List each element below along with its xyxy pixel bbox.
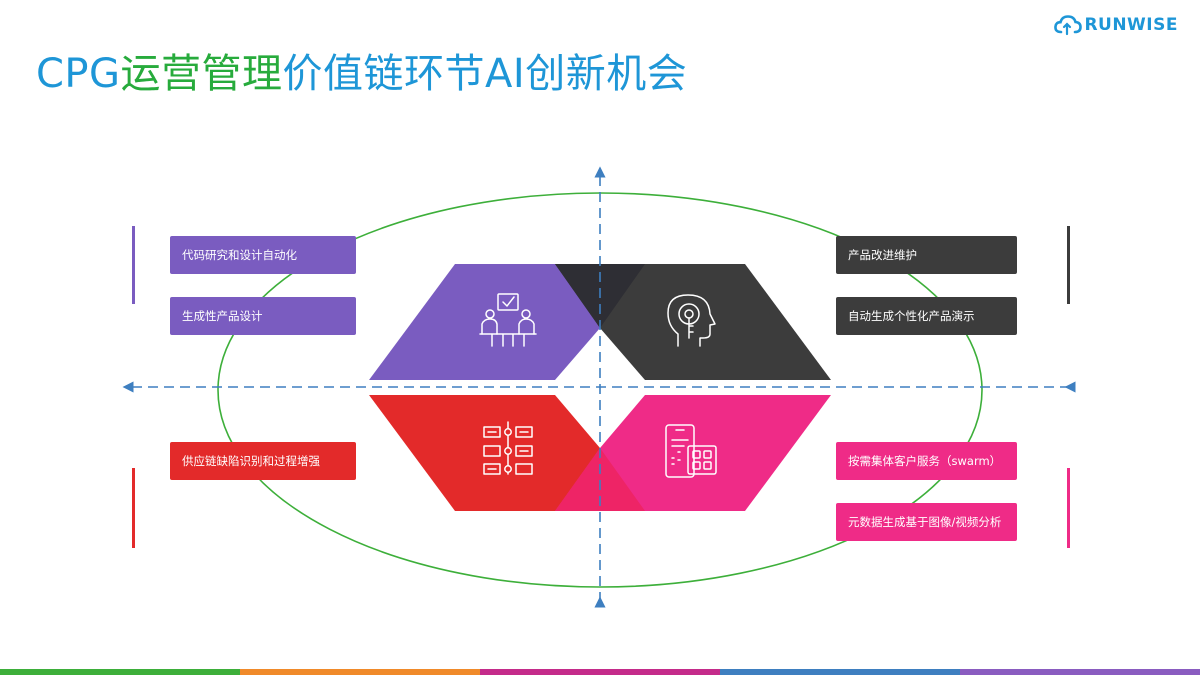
right-bottom-bar xyxy=(1067,468,1070,548)
title-part-cpg: CPG xyxy=(36,51,121,97)
ai-head-icon xyxy=(667,294,716,347)
label-text: 元数据生成基于图像/视频分析 xyxy=(848,515,1002,529)
label-box-metadata: 元数据生成基于图像/视频分析 xyxy=(836,503,1017,541)
footer-stripe-magenta xyxy=(480,669,720,675)
label-text: 产品改进维护 xyxy=(848,248,917,262)
footer-stripe-blue xyxy=(720,669,960,675)
right-top-bar xyxy=(1067,226,1070,304)
timeline-icon xyxy=(483,421,533,475)
label-box-customer-service: 按需集体客户服务（swarm） xyxy=(836,442,1017,480)
footer-stripe-orange xyxy=(240,669,480,675)
left-bottom-bar xyxy=(132,468,135,548)
label-text: 生成性产品设计 xyxy=(182,309,263,323)
device-apps-icon xyxy=(665,424,717,478)
label-box-product-demo: 自动生成个性化产品演示 xyxy=(836,297,1017,335)
label-text: 自动生成个性化产品演示 xyxy=(848,309,975,323)
label-text: 供应链缺陷识别和过程增强 xyxy=(182,454,320,468)
label-text: 按需集体客户服务（swarm） xyxy=(848,454,1002,468)
label-text: 代码研究和设计自动化 xyxy=(182,248,297,262)
page-title: CPG运营管理价值链环节AI创新机会 xyxy=(36,46,687,102)
label-box-code-research: 代码研究和设计自动化 xyxy=(170,236,356,274)
label-box-supply-chain: 供应链缺陷识别和过程增强 xyxy=(170,442,356,480)
runwise-logo: RUNWISE xyxy=(1054,14,1178,36)
footer-stripe-green xyxy=(0,669,240,675)
label-box-product-maintenance: 产品改进维护 xyxy=(836,236,1017,274)
logo-text: RUNWISE xyxy=(1084,15,1178,35)
title-part-ai: 价值链环节AI创新机会 xyxy=(282,51,688,97)
left-top-bar xyxy=(132,226,135,304)
title-part-ops: 运营管理 xyxy=(120,51,283,97)
cloud-logo-icon xyxy=(1054,15,1083,36)
meeting-icon xyxy=(479,293,537,347)
label-box-generative-design: 生成性产品设计 xyxy=(170,297,356,335)
footer-stripe-purple xyxy=(960,669,1200,675)
